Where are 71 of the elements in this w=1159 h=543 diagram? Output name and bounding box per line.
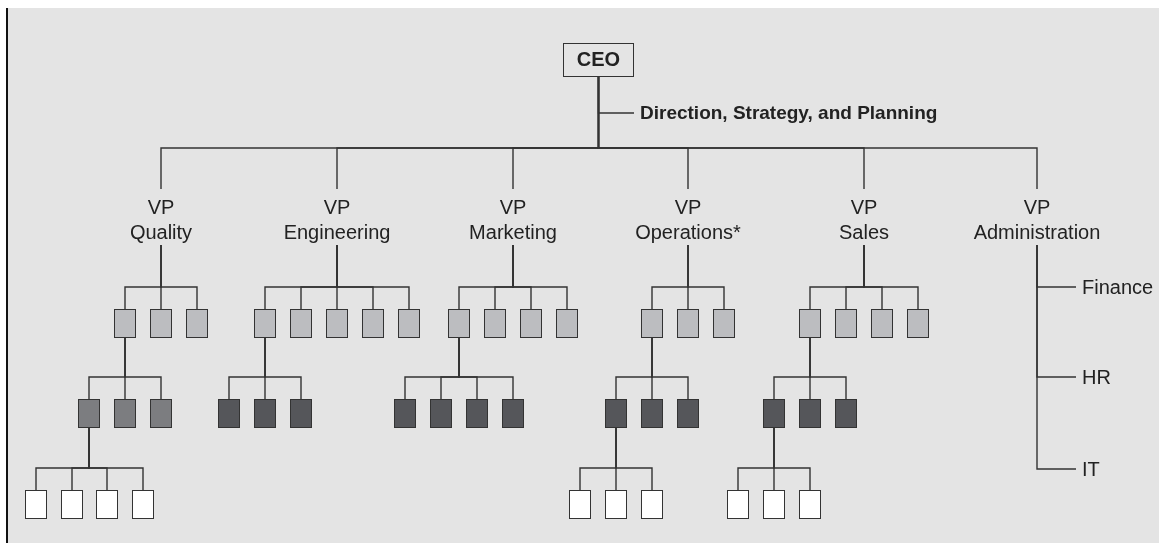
position-box: CEO <box>563 43 634 77</box>
position-box <box>871 309 893 338</box>
connector-line <box>773 427 811 491</box>
position-box <box>605 399 627 428</box>
connector-line <box>458 337 514 400</box>
position-box <box>502 399 524 428</box>
position-box <box>835 309 857 338</box>
connector-line <box>336 244 410 310</box>
position-box <box>713 309 735 338</box>
position-box <box>727 490 749 519</box>
position-box <box>218 399 240 428</box>
position-box <box>448 309 470 338</box>
connector-line <box>264 337 302 400</box>
connector-line <box>124 337 162 400</box>
position-box <box>61 490 83 519</box>
connector-line <box>160 244 198 310</box>
connector-line <box>863 244 919 310</box>
connector-line <box>687 244 725 310</box>
position-box <box>430 399 452 428</box>
position-box <box>641 490 663 519</box>
position-box <box>799 490 821 519</box>
connector-line <box>615 427 653 491</box>
position-box <box>78 399 100 428</box>
connector-line <box>512 244 568 310</box>
position-box <box>96 490 118 519</box>
position-box <box>150 309 172 338</box>
role-label: VP Engineering <box>283 195 391 245</box>
position-box <box>520 309 542 338</box>
department-label: Finance <box>1082 275 1154 299</box>
position-box <box>763 490 785 519</box>
position-box <box>362 309 384 338</box>
position-box <box>763 399 785 428</box>
position-box <box>394 399 416 428</box>
connector-line <box>651 337 689 400</box>
position-box <box>326 309 348 338</box>
role-description: Direction, Strategy, and Planning <box>640 101 938 125</box>
position-box <box>466 399 488 428</box>
position-box <box>254 309 276 338</box>
position-box <box>799 399 821 428</box>
connector-line <box>597 76 1038 190</box>
position-box <box>25 490 47 519</box>
position-box <box>641 399 663 428</box>
position-box <box>114 309 136 338</box>
connector-line <box>88 427 144 491</box>
position-box <box>290 309 312 338</box>
position-box <box>605 490 627 519</box>
department-label: IT <box>1082 457 1100 481</box>
position-box <box>799 309 821 338</box>
role-label: VP Operations* <box>635 195 741 245</box>
position-box <box>907 309 929 338</box>
position-box <box>150 399 172 428</box>
position-box <box>677 309 699 338</box>
position-box <box>186 309 208 338</box>
role-label: VP Sales <box>839 195 889 245</box>
position-box <box>677 399 699 428</box>
position-box <box>484 309 506 338</box>
position-box <box>290 399 312 428</box>
connector-line <box>809 337 847 400</box>
role-label: VP Administration <box>973 195 1101 245</box>
connector-line <box>1036 244 1077 470</box>
department-label: HR <box>1082 365 1111 389</box>
position-box <box>114 399 136 428</box>
position-box <box>641 309 663 338</box>
position-box <box>835 399 857 428</box>
role-label: VP Marketing <box>469 195 557 245</box>
position-box <box>398 309 420 338</box>
position-box <box>132 490 154 519</box>
position-box <box>254 399 276 428</box>
position-box <box>556 309 578 338</box>
role-label: VP Quality <box>129 195 193 245</box>
position-box <box>569 490 591 519</box>
